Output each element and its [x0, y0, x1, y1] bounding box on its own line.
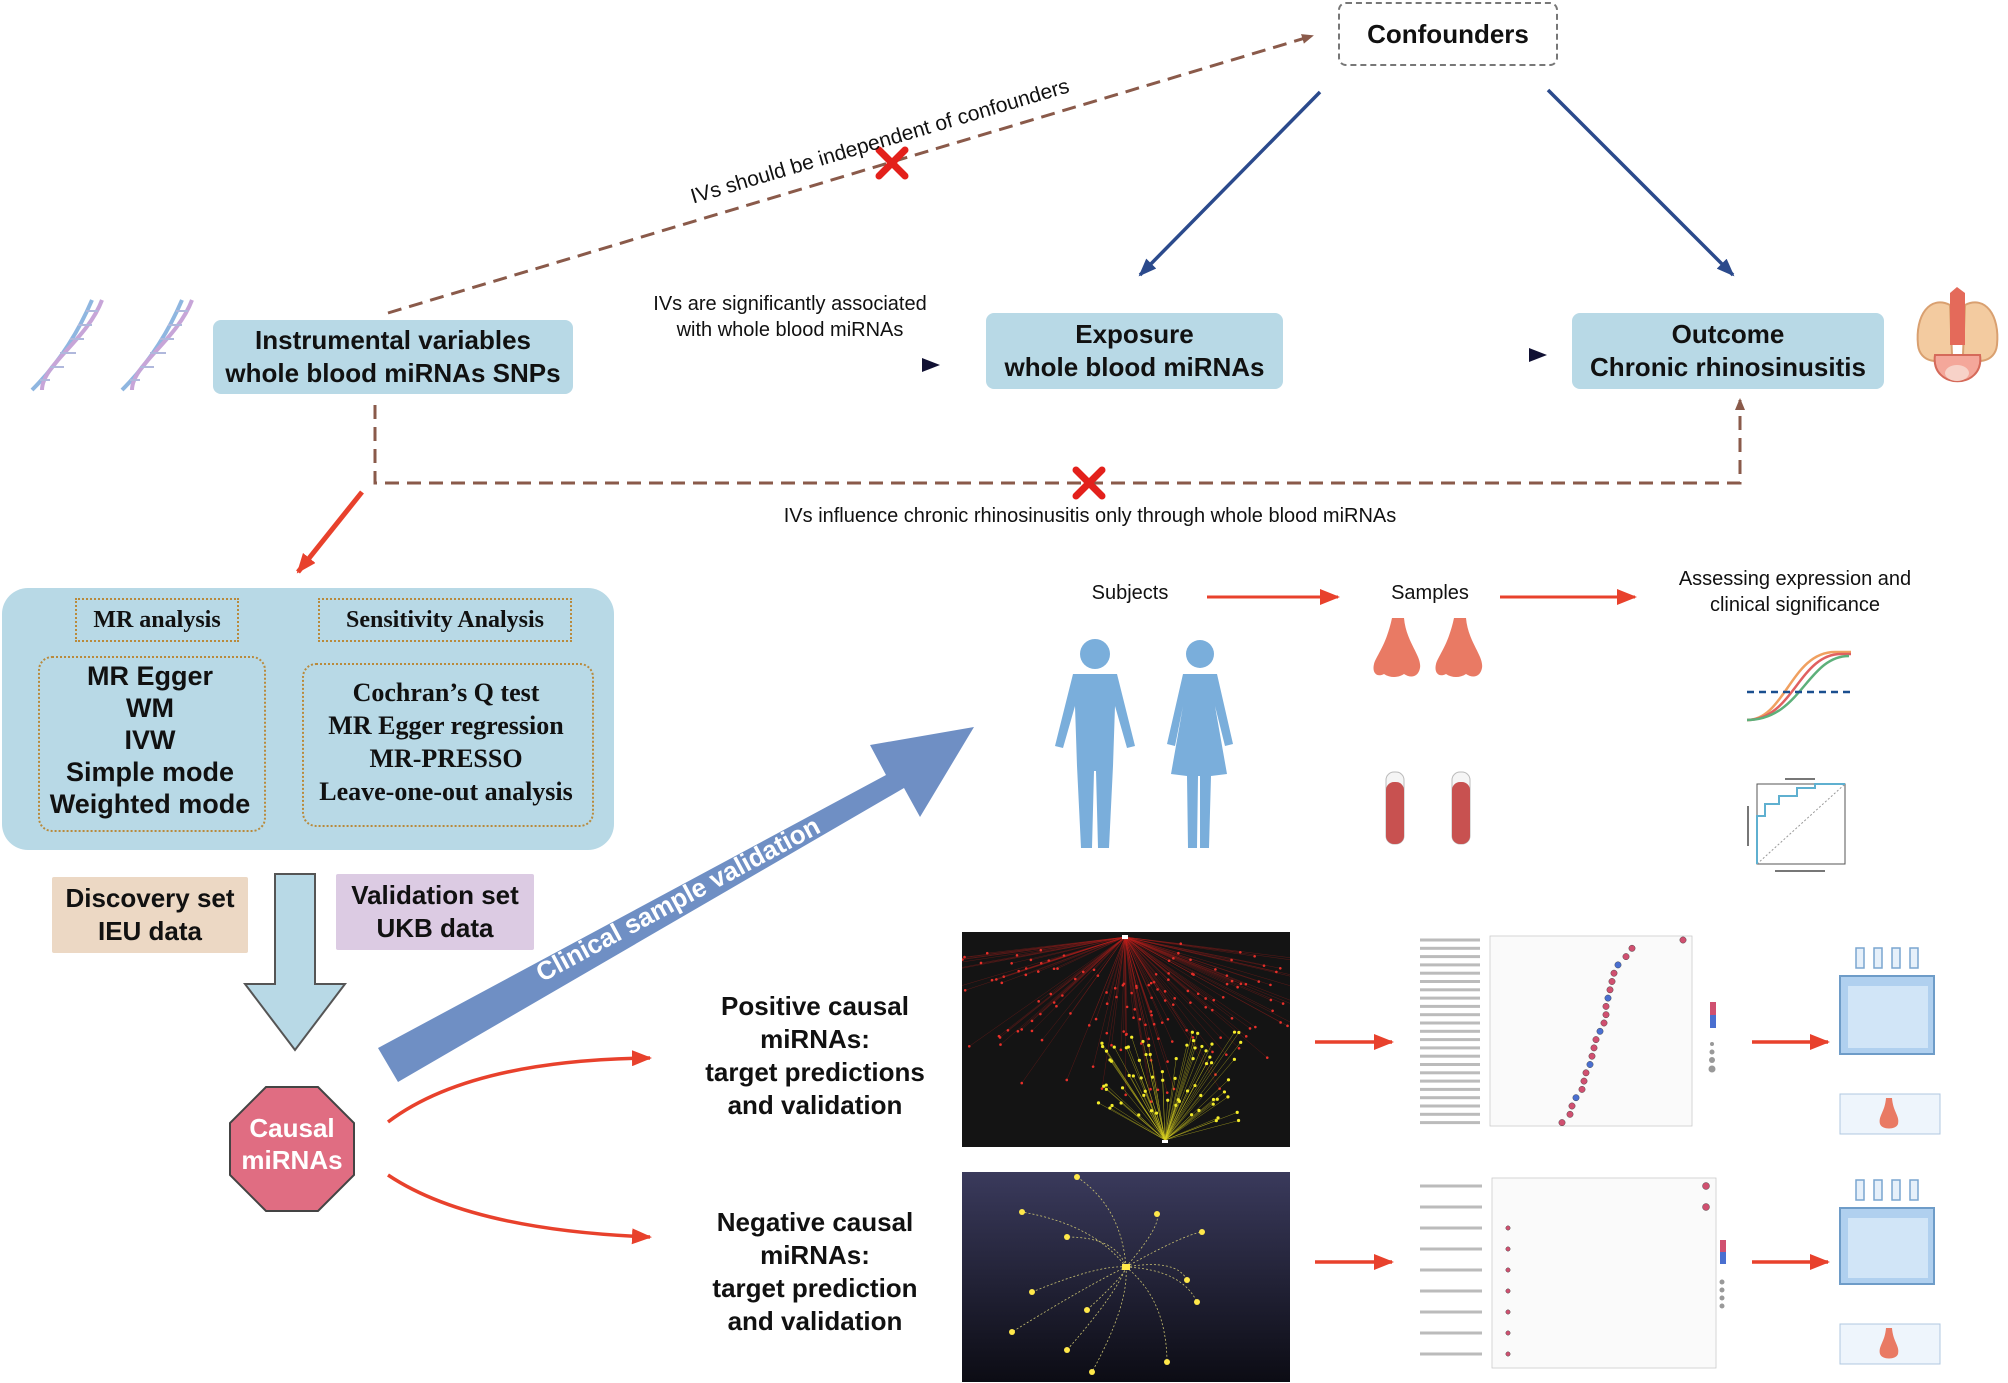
exclusion-label: IVs influence chronic rhinosinusitis onl… [783, 505, 1397, 527]
mr-method-weighted-mode: Weighted mode [49, 789, 251, 819]
causal-label: Causal miRNAs [228, 1112, 356, 1176]
roc-curve-icon [1747, 778, 1846, 872]
exclusion-violation-cross [1072, 466, 1106, 500]
sensitivity-methods-box [302, 663, 594, 827]
negative-line4: and validation [727, 1306, 903, 1336]
relevance-line1: IVs are significantly associated [653, 293, 927, 315]
positive-causal-label: Positive causal miRNAs: target predictio… [680, 990, 950, 1122]
independence-violation-cross [875, 146, 909, 180]
exposure-line2: whole blood miRNAs [1004, 352, 1265, 382]
assessing-line2: clinical significance [1709, 594, 1881, 616]
independence-dashed-arrow [387, 34, 1314, 315]
confounders-label: Confounders [1367, 18, 1529, 49]
blood-tubes-icon [1385, 771, 1471, 845]
exposure-box: Exposure whole blood miRNAs [986, 313, 1283, 389]
mr-method-ivw: IVW [124, 725, 176, 755]
confounders-box: Confounders [1338, 2, 1558, 66]
causal-line2: miRNAs [241, 1145, 343, 1175]
discovery-line2: IEU data [97, 916, 203, 946]
mr-methods-list: MR Egger WM IVW Simple mode Weighted mod… [38, 660, 262, 820]
down-block-arrow [243, 873, 347, 1052]
sens-method-mr-presso: MR-PRESSO [369, 744, 523, 773]
sens-method-cochran: Cochran’s Q test [352, 678, 540, 707]
negative-line1: Negative causal [716, 1207, 914, 1237]
validation-line1: Validation set [351, 879, 519, 910]
negative-line3: target prediction [712, 1273, 918, 1303]
positive-pcr-validation-icon [1839, 947, 1941, 1135]
clinical-validation-block-arrow [378, 727, 974, 1082]
positive-line1: Positive causal [721, 991, 909, 1021]
positive-line3: target predictions [705, 1057, 925, 1087]
mr-panel [2, 588, 614, 850]
causal-to-negative-arrow [387, 1173, 652, 1245]
assessing-label: Assessing expression and clinical signif… [1640, 566, 1950, 618]
samples-label: Samples [1391, 582, 1469, 604]
causal-to-positive-arrow [386, 1050, 652, 1124]
mr-methods-box [38, 656, 266, 832]
mr-method-wm: WM [126, 693, 174, 723]
validation-line2: UKB data [376, 913, 494, 943]
sens-method-leave-one-out: Leave-one-out analysis [319, 777, 573, 806]
negative-enrichment-dotplot-image [1400, 1172, 1740, 1382]
relevance-label: IVs are significantly associated with wh… [620, 291, 960, 343]
sensitivity-methods-list: Cochran’s Q test MR Egger regression MR-… [302, 676, 590, 808]
confounder-to-outcome-arrow [1546, 88, 1735, 277]
discovery-set-box: Discovery set IEU data [52, 877, 248, 953]
nose-samples-icon [1373, 618, 1483, 677]
negative-line2: miRNAs: [760, 1240, 870, 1270]
outcome-line1: Outcome [1671, 318, 1785, 349]
positive-enrichment-dotplot-image [1400, 932, 1740, 1144]
dna-icon [30, 299, 194, 392]
positive-line4: and validation [727, 1090, 903, 1120]
mr-method-simple-mode: Simple mode [65, 757, 235, 787]
subjects-label: Subjects [1091, 582, 1169, 604]
exposure-line1: Exposure [1075, 318, 1194, 349]
negative-pcr-validation-icon [1839, 1179, 1941, 1365]
mr-method-egger: MR Egger [86, 661, 213, 691]
sensitivity-analysis-header: Sensitivity Analysis [318, 598, 572, 642]
outcome-line2: Chronic rhinosinusitis [1590, 352, 1866, 382]
iv-line1: Instrumental variables [255, 324, 531, 355]
assessing-line1: Assessing expression and [1678, 568, 1912, 590]
causal-line1: Causal [249, 1113, 335, 1143]
causal-mirnas-octagon [229, 1086, 355, 1212]
negative-causal-label: Negative causal miRNAs: target predictio… [680, 1206, 950, 1338]
pcr-curve-icon [1746, 650, 1851, 722]
positive-target-network-image [962, 932, 1290, 1147]
human-figures-icon [1055, 639, 1233, 848]
iv-box: Instrumental variables whole blood miRNA… [213, 320, 573, 394]
sens-method-egger-regression: MR Egger regression [328, 711, 564, 740]
mr-analysis-header: MR analysis [75, 598, 239, 642]
validation-set-box: Validation set UKB data [336, 874, 534, 950]
exclusion-dashed-arrow [373, 398, 1745, 485]
iv-line2: whole blood miRNAs SNPs [225, 358, 561, 388]
to-mr-panel-arrow [296, 490, 364, 574]
discovery-line1: Discovery set [65, 882, 235, 913]
positive-line2: miRNAs: [760, 1024, 870, 1054]
negative-target-network-image [962, 1172, 1290, 1382]
confounder-to-exposure-arrow [1138, 90, 1322, 277]
relevance-line2: with whole blood miRNAs [676, 319, 904, 341]
sinus-anatomy-icon [1916, 287, 1999, 383]
outcome-box: Outcome Chronic rhinosinusitis [1572, 313, 1884, 389]
